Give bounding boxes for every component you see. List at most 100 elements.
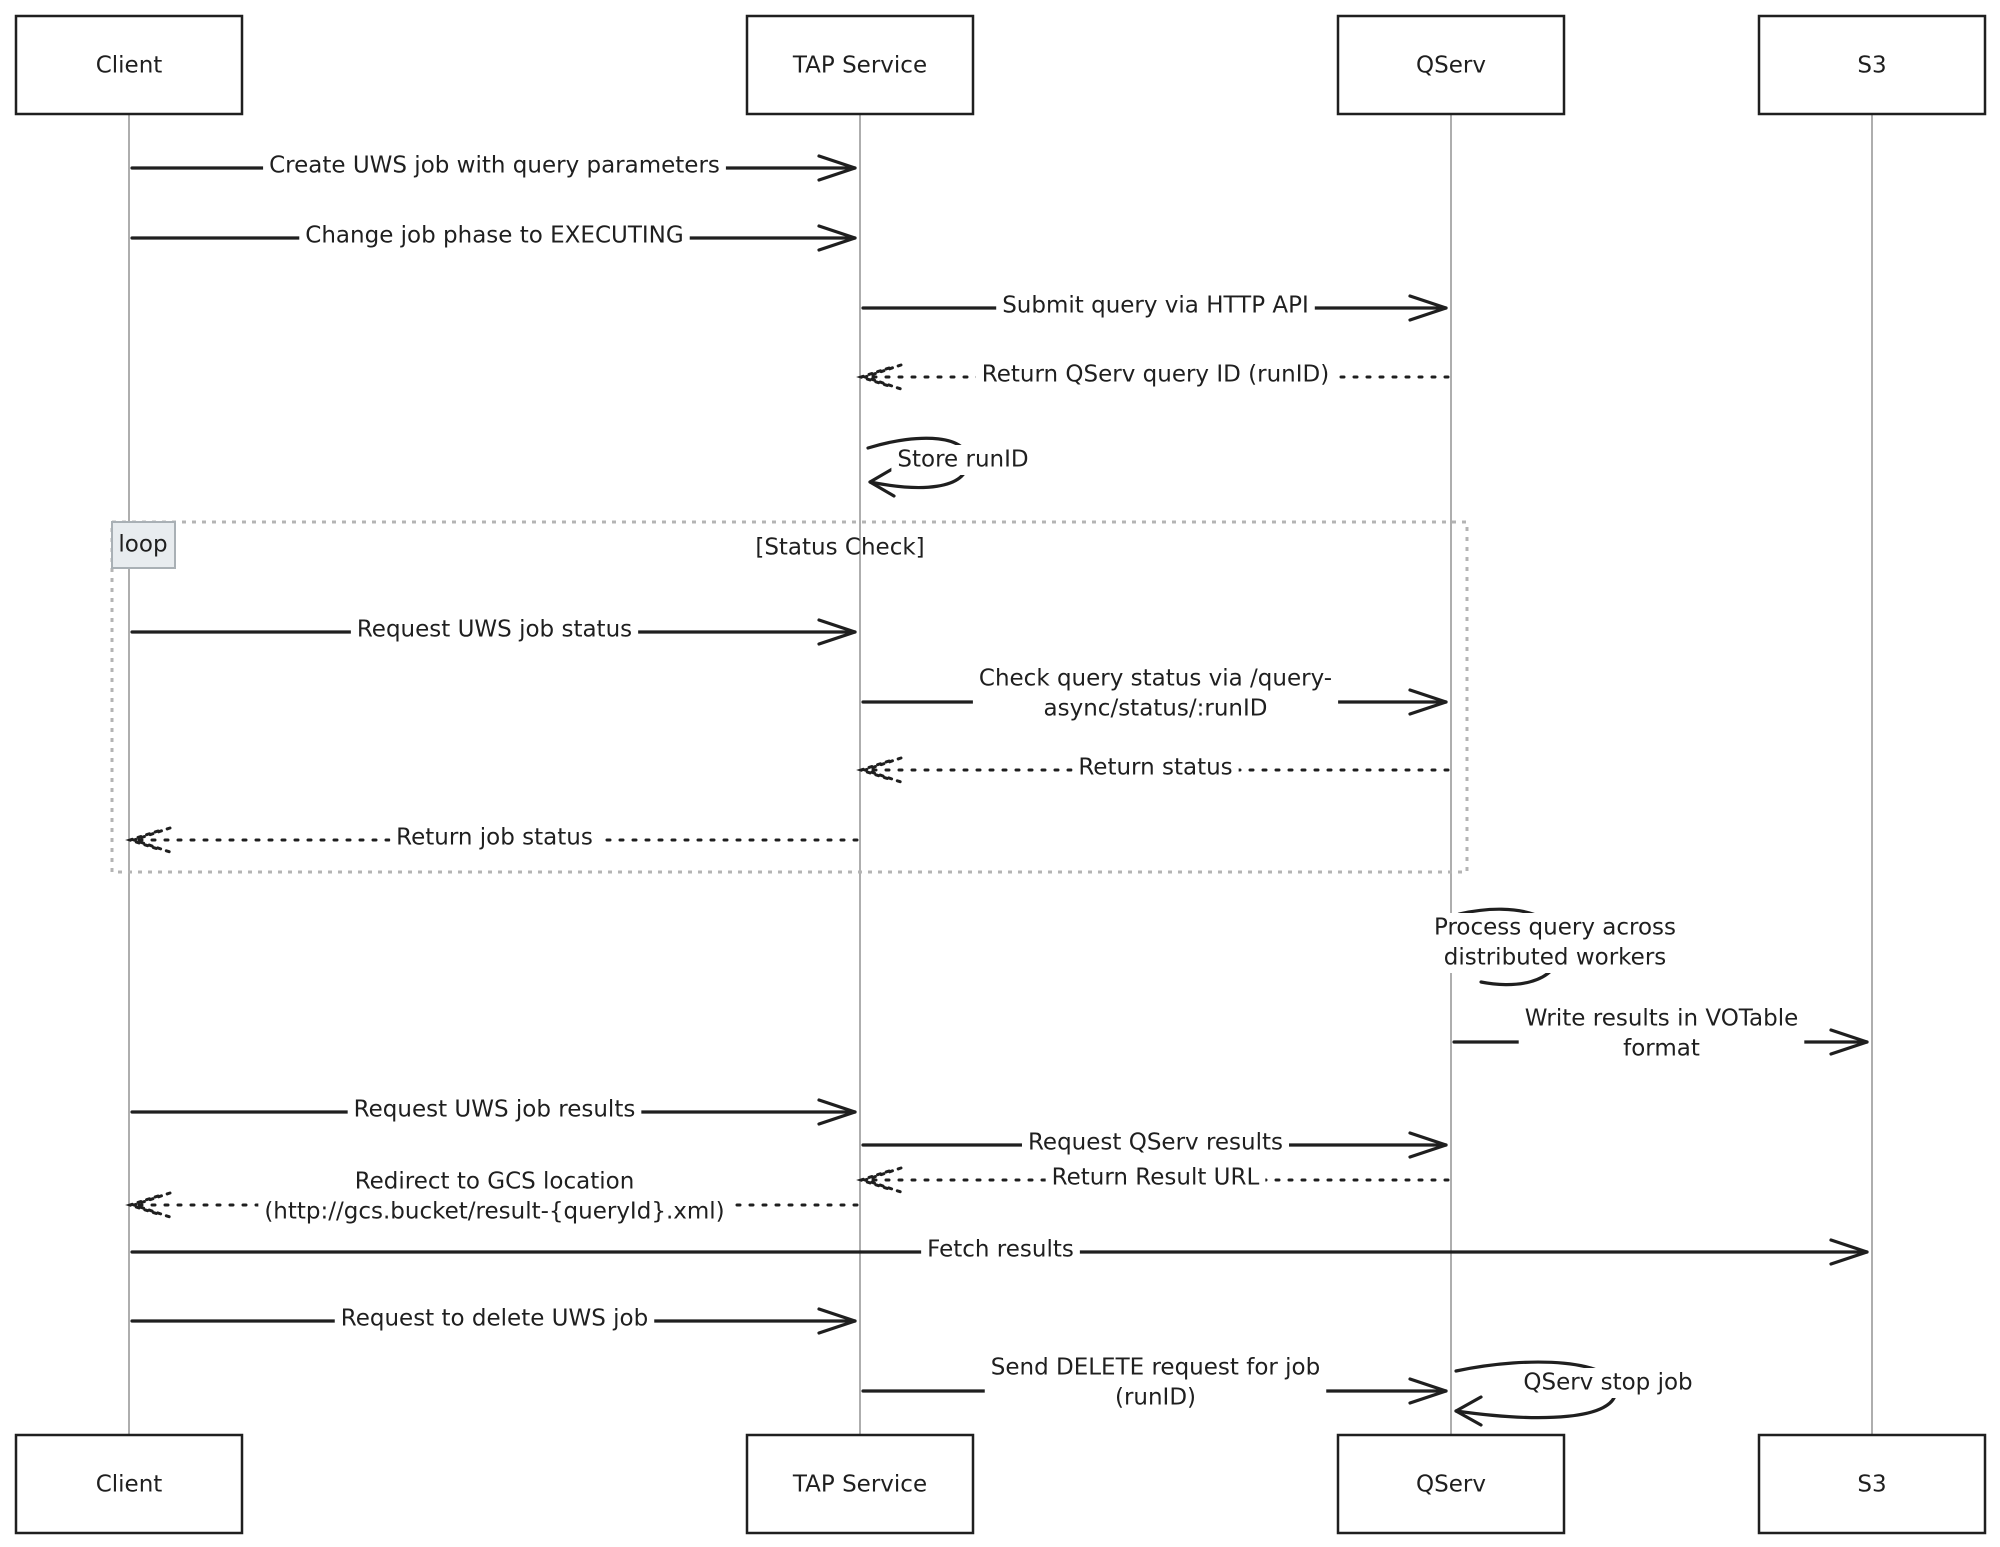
message-label: Submit query via HTTP API <box>1002 293 1309 319</box>
arrow-head <box>817 1307 857 1335</box>
label-background <box>1072 753 1239 783</box>
actor-s3-bottom: S3 <box>1757 1433 1987 1535</box>
message-label: Send DELETE request for job <box>991 1355 1320 1381</box>
label-background <box>891 445 1035 475</box>
actor-label: QServ <box>1416 53 1486 79</box>
arrow-head <box>860 756 903 784</box>
actor-box <box>1336 14 1566 116</box>
actor-label: S3 <box>1857 53 1886 79</box>
actor-box <box>1757 14 1987 116</box>
arrow-head-inner <box>856 366 891 388</box>
actor-client-top: Client <box>14 14 244 116</box>
arrow-head <box>817 618 857 646</box>
message-6: Request UWS job status <box>130 615 857 646</box>
actor-box <box>745 1433 975 1535</box>
message-14: Return Result URL <box>856 1163 1450 1194</box>
actor-box <box>1757 1433 1987 1535</box>
label-background <box>299 221 690 251</box>
arrow-head <box>1454 1395 1483 1427</box>
message-label: Return status <box>1078 755 1232 781</box>
message-label: QServ stop job <box>1523 1370 1692 1396</box>
label-background <box>1428 913 1682 973</box>
message-3: Submit query via HTTP API <box>861 291 1448 322</box>
actor-s3-top: S3 <box>1757 14 1987 116</box>
message-15: Redirect to GCS location (http://gcs.buck… <box>125 1167 859 1227</box>
loop-tag-box <box>111 521 176 569</box>
messages: Create UWS job with query parametersChan… <box>125 151 1869 1427</box>
arrow-head-inner <box>125 1194 160 1216</box>
message-label: Store runID <box>897 447 1028 473</box>
label-background <box>258 1167 731 1227</box>
message-label: Return Result URL <box>1052 1165 1260 1191</box>
lifelines <box>128 114 1873 1435</box>
actor-qserv-bottom: QServ <box>1336 1433 1566 1535</box>
message-label: (http://gcs.bucket/result-{queryId}.xml) <box>264 1199 724 1225</box>
message-label: format <box>1623 1036 1700 1062</box>
message-19: QServ stop job <box>1454 1360 1699 1427</box>
message-label: Write results in VOTable <box>1525 1006 1799 1032</box>
actor-box <box>14 1433 244 1535</box>
actor-box <box>745 14 975 116</box>
message-label: Change job phase to EXECUTING <box>305 223 683 249</box>
message-13: Request QServ results <box>861 1128 1448 1159</box>
message-label: Process query across <box>1434 915 1676 941</box>
message-4: Return QServ query ID (runID) <box>856 360 1450 391</box>
actor-label: Client <box>96 1472 163 1498</box>
label-background <box>984 1353 1327 1413</box>
message-18: Send DELETE request for job (runID) <box>861 1353 1448 1413</box>
actor-tap-top: TAP Service <box>745 14 975 116</box>
message-label: Fetch results <box>927 1237 1074 1263</box>
label-background <box>350 615 639 645</box>
loop-frame <box>110 520 1469 874</box>
arrow-head <box>860 1166 903 1194</box>
message-11: Write results in VOTable format <box>1452 1004 1869 1064</box>
message-10: Process query across distributed workers <box>1428 907 1682 987</box>
message-1: Create UWS job with query parameters <box>130 151 857 182</box>
arrow-head <box>817 1098 857 1126</box>
message-12: Request UWS job results <box>130 1095 857 1126</box>
message-17: Request to delete UWS job <box>130 1304 857 1335</box>
label-background <box>1517 1368 1699 1398</box>
message-label: Return job status <box>396 825 593 851</box>
message-label: (runID) <box>1115 1385 1196 1411</box>
label-background <box>1021 1128 1290 1158</box>
arrow-head-inner <box>856 759 891 781</box>
message-8: Return status <box>856 753 1450 784</box>
label-background <box>1045 1163 1266 1193</box>
actor-client-bottom: Client <box>14 1433 244 1535</box>
label-background <box>1518 1004 1805 1064</box>
label-background <box>972 664 1339 724</box>
actor-label: S3 <box>1857 1472 1886 1498</box>
actor-label: TAP Service <box>792 1472 927 1498</box>
message-label: Redirect to GCS location <box>355 1169 635 1195</box>
arrow-head <box>1408 1377 1448 1405</box>
actor-tap-bottom: TAP Service <box>745 1433 975 1535</box>
message-label: Check query status via /query- <box>979 666 1332 692</box>
message-9: Return job status <box>125 823 859 854</box>
loop-frame-group: loop [Status Check] <box>110 520 1469 874</box>
arrow-head <box>1408 294 1448 322</box>
message-label: Request to delete UWS job <box>341 1306 648 1332</box>
label-background <box>263 151 726 181</box>
loop-condition: [Status Check] <box>755 535 924 561</box>
arrow-head <box>817 154 857 182</box>
message-7: Check query status via /query-async/stat… <box>861 664 1448 724</box>
message-2: Change job phase to EXECUTING <box>130 221 857 252</box>
arrow-head <box>1408 688 1448 716</box>
label-background <box>996 291 1315 321</box>
label-background <box>975 360 1336 390</box>
arrow-head <box>1408 1131 1448 1159</box>
arrow-head <box>868 466 896 498</box>
label-background <box>347 1095 642 1125</box>
arrow-head-inner <box>856 1169 891 1191</box>
arrow-head <box>817 224 857 252</box>
arrow-head <box>860 363 903 391</box>
message-label: Request UWS job status <box>357 617 632 643</box>
actor-box <box>1336 1433 1566 1535</box>
arrow-head <box>1829 1028 1869 1056</box>
actor-qserv-top: QServ <box>1336 14 1566 116</box>
message-label: distributed workers <box>1444 945 1667 971</box>
label-background <box>921 1235 1080 1265</box>
